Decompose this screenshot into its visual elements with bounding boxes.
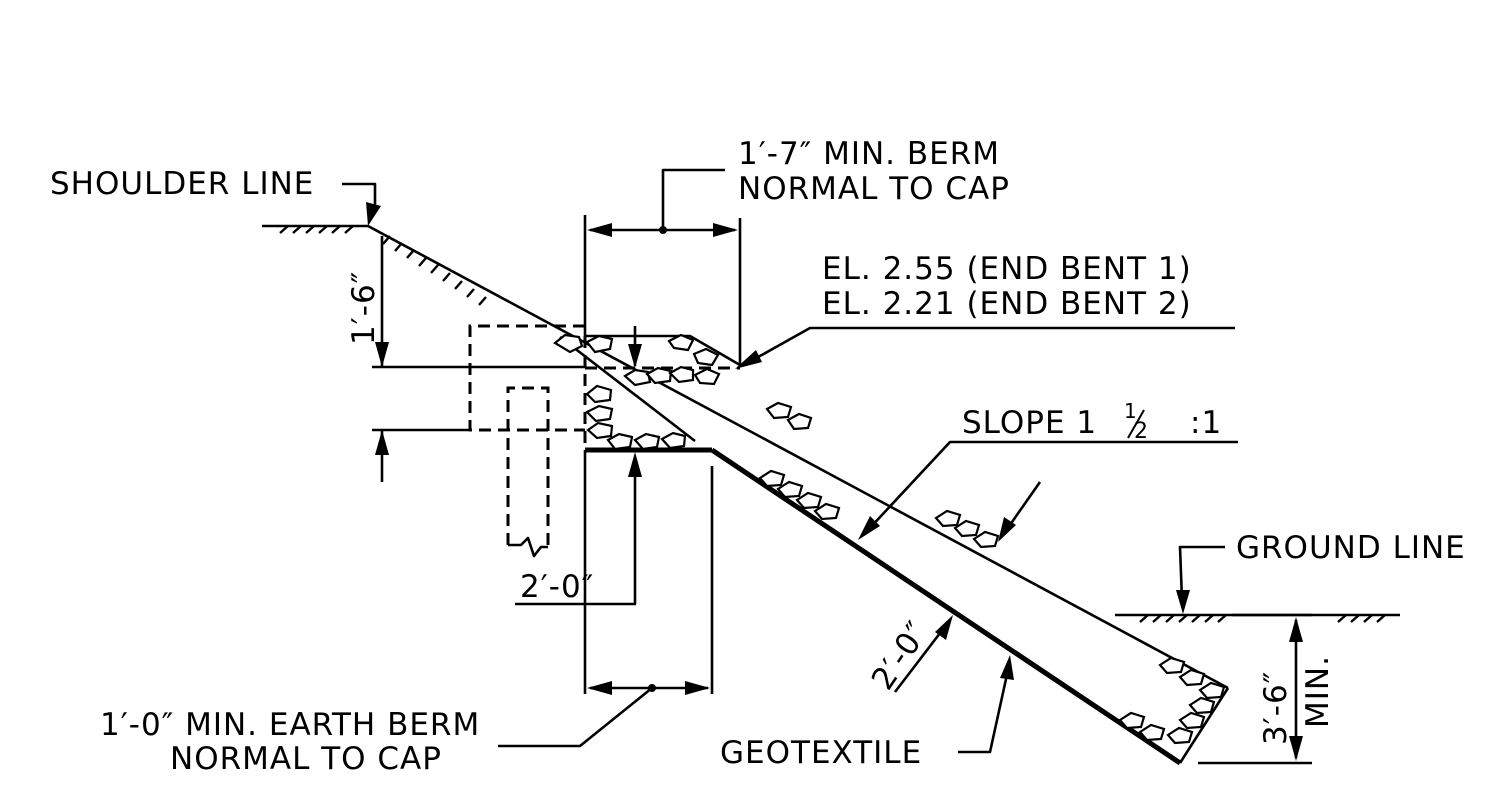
annotations: SHOULDER LINE 1′-7″ MIN. BERM NORMAL TO … — [50, 136, 1466, 777]
geotextile-label: GEOTEXTILE — [720, 735, 922, 771]
elevation-label-1: EL. 2.55 (END BENT 1) — [822, 251, 1192, 287]
dim-2-0-cap: 2′-0″ — [520, 569, 594, 605]
slope-label: SLOPE 1 1 2 :1 — [962, 399, 1222, 444]
shoulder-line-label: SHOULDER LINE — [50, 166, 314, 202]
slope-label-suffix: :1 — [1190, 405, 1222, 441]
dim-1-6: 1′-6″ — [346, 271, 382, 345]
dim-2-0-slope: 2′-0″ — [865, 615, 936, 697]
slope-label-numerator: 1 — [1124, 399, 1137, 423]
dim-min: MIN. — [1300, 655, 1336, 728]
berm-label-line1: 1′-7″ MIN. BERM — [738, 136, 1000, 172]
elevation-label-2: EL. 2.21 (END BENT 2) — [822, 286, 1192, 322]
slope-label-denominator: 2 — [1134, 419, 1148, 444]
shoulder-ground-hatch — [262, 224, 487, 306]
riprap-stones — [553, 333, 1226, 745]
geotextile-line — [710, 447, 1182, 766]
berm-label-line2: NORMAL TO CAP — [738, 171, 1010, 207]
earth-berm-label-line2: NORMAL TO CAP — [170, 741, 442, 777]
riprap-layer — [367, 224, 1230, 766]
dim-3-6: 3′-6″ — [1258, 671, 1294, 745]
dimension-lines — [342, 168, 1312, 765]
ground-line-label: GROUND LINE — [1236, 530, 1466, 566]
slope-label-prefix: SLOPE 1 — [962, 405, 1097, 441]
earth-berm-label-line1: 1′-0″ MIN. EARTH BERM — [100, 707, 480, 743]
